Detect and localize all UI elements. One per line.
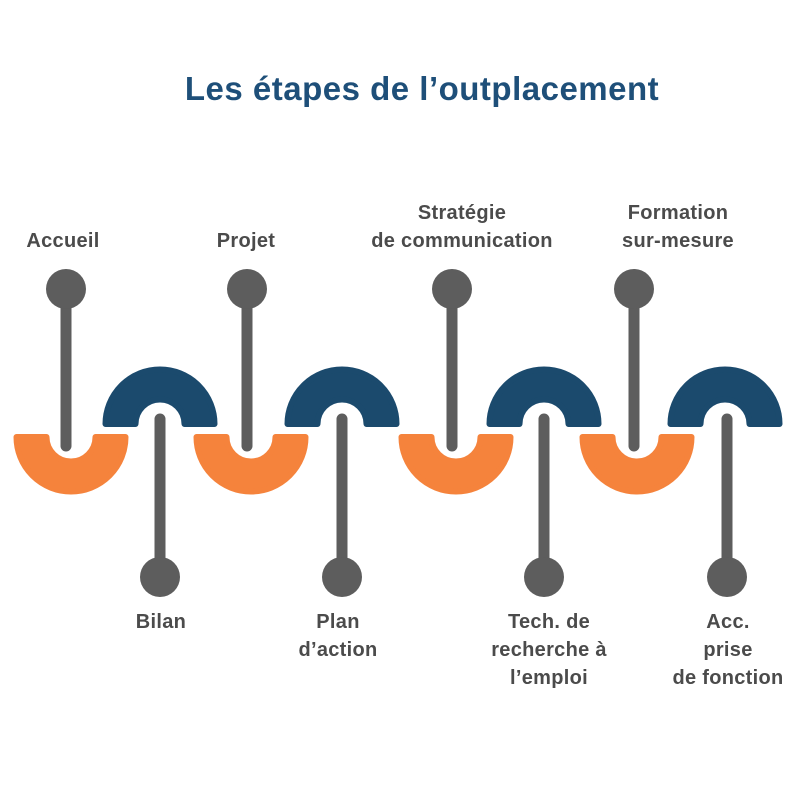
- wave-arc-down-3: [398, 434, 514, 495]
- wave-arc-down-1: [13, 434, 129, 495]
- step-label-strategie-communication: Stratégie de communication: [371, 202, 553, 252]
- wave-arc-up-4: [667, 366, 783, 427]
- step-label-projet: Projet: [216, 230, 276, 252]
- step-label-formation-sur-mesure: Formation sur-mesure: [622, 202, 734, 252]
- wave-arc-up-3: [486, 366, 602, 427]
- pin-dot-formation: [614, 269, 654, 309]
- top-pin-dots: [46, 269, 654, 309]
- pin-dot-tech-recherche: [524, 557, 564, 597]
- pin-dot-accueil: [46, 269, 86, 309]
- wave-arc-down-2: [193, 434, 309, 495]
- pin-dot-strategie: [432, 269, 472, 309]
- step-label-accueil: Accueil: [26, 230, 100, 252]
- top-pins: [60, 294, 640, 452]
- pin-dot-projet: [227, 269, 267, 309]
- orange-arcs: [13, 434, 695, 495]
- bottom-pin-dots: [140, 557, 747, 597]
- wave-arc-up-1: [102, 366, 218, 427]
- navy-arcs: [102, 366, 783, 427]
- pin-dot-acc-prise-fonction: [707, 557, 747, 597]
- wave-arc-up-2: [284, 366, 400, 427]
- step-label-tech-recherche-emploi: Tech. de recherche à l’emploi: [491, 611, 607, 689]
- step-label-plan-daction: Plan d’action: [298, 611, 378, 661]
- bottom-pins: [154, 413, 733, 571]
- pin-dot-bilan: [140, 557, 180, 597]
- step-label-acc-prise-de-fonction: Acc. prise de fonction: [672, 611, 784, 689]
- step-label-bilan: Bilan: [135, 611, 187, 633]
- wave-arc-down-4: [579, 434, 695, 495]
- pin-dot-plan-daction: [322, 557, 362, 597]
- page-title: Les étapes de l’outplacement: [184, 70, 660, 107]
